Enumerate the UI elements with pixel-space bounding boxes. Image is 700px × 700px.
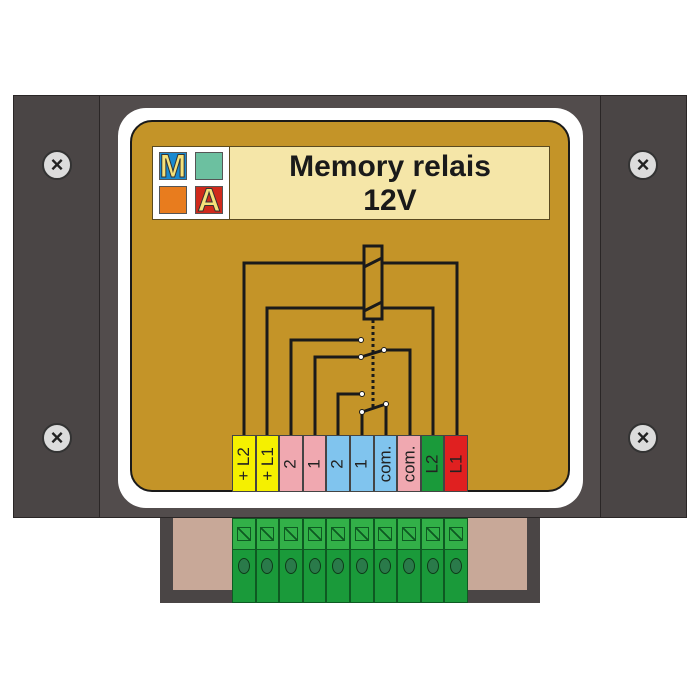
terminal-label: com. (397, 435, 421, 492)
terminal-label-text: 1 (304, 458, 324, 469)
terminal-label: + L1 (255, 435, 280, 492)
screw-slot-icon (449, 527, 464, 541)
wire-entry-hole (261, 558, 274, 574)
terminal-label-text: + L2 (233, 446, 253, 481)
screw-slot-icon (236, 527, 251, 541)
terminal-label-text: com. (398, 445, 418, 482)
wire-entry-hole (237, 558, 250, 574)
connector-recess (468, 518, 527, 590)
relay-coil (362, 244, 384, 321)
terminal-label: L2 (420, 435, 445, 492)
terminal-label-text: 1 (351, 458, 371, 469)
wire-entry-hole (332, 558, 345, 574)
screw-icon: × (628, 150, 658, 180)
screw-slot-icon (401, 527, 416, 541)
screw-terminal[interactable] (302, 518, 327, 603)
terminal-label: 1 (302, 435, 327, 492)
screw-slot-icon (378, 527, 393, 541)
screw-terminal[interactable] (420, 518, 445, 603)
title-line-2: 12V (363, 184, 417, 217)
screw-terminal[interactable] (373, 518, 398, 603)
terminal-label-text: L1 (446, 454, 466, 473)
screw-slot-icon (283, 527, 298, 541)
terminal-label-text: com. (375, 445, 395, 482)
screw-terminal[interactable] (232, 518, 256, 603)
wire-entry-hole (402, 558, 415, 574)
screw-terminal[interactable] (326, 518, 350, 603)
terminal-screw (421, 519, 444, 550)
terminal-screw (351, 519, 373, 550)
terminal-screw (233, 519, 255, 550)
screw-slot-icon (425, 527, 440, 541)
wire-entry-hole (450, 558, 463, 574)
screw-icon: × (42, 150, 72, 180)
terminal-label: L1 (444, 435, 468, 492)
product-title: Memory relais 12V (230, 146, 550, 220)
terminal-label-text: 2 (280, 458, 300, 469)
screw-terminal[interactable] (397, 518, 421, 603)
terminal-label-text: L2 (422, 454, 442, 473)
terminal-screw (398, 519, 420, 550)
logo-square (159, 186, 187, 214)
terminal-label: 1 (350, 435, 374, 492)
logo-letter-a: A (195, 181, 223, 218)
terminal-screw (374, 519, 397, 550)
wire-entry-hole (355, 558, 368, 574)
terminal-screw (256, 519, 279, 550)
screw-terminal[interactable] (279, 518, 303, 603)
wire-entry-hole (379, 558, 392, 574)
title-line-1: Memory relais (289, 150, 491, 183)
screw-slot-icon (331, 527, 346, 541)
terminal-label-text: + L1 (257, 446, 277, 481)
screw-icon: × (628, 423, 658, 453)
screw-terminal[interactable] (255, 518, 280, 603)
terminal-label-text: 2 (328, 458, 348, 469)
screw-terminal[interactable] (350, 518, 374, 603)
terminal-screw (445, 519, 467, 550)
wire-entry-hole (284, 558, 297, 574)
terminal-screw (327, 519, 349, 550)
wire-entry-hole (426, 558, 439, 574)
terminal-screw (280, 519, 302, 550)
logo-letter-m: M (159, 147, 187, 184)
screw-slot-icon (260, 527, 275, 541)
terminal-screw (303, 519, 326, 550)
terminal-label: + L2 (232, 435, 256, 492)
wire-entry-hole (308, 558, 321, 574)
screw-slot-icon (307, 527, 322, 541)
terminal-label: 2 (326, 435, 350, 492)
logo: M A (152, 146, 230, 220)
screw-icon: × (42, 423, 72, 453)
connector-recess (173, 518, 232, 590)
terminal-label: 2 (279, 435, 303, 492)
screw-terminal[interactable] (444, 518, 468, 603)
logo-square (195, 152, 223, 180)
terminal-label: com. (373, 435, 398, 492)
screw-slot-icon (354, 527, 369, 541)
